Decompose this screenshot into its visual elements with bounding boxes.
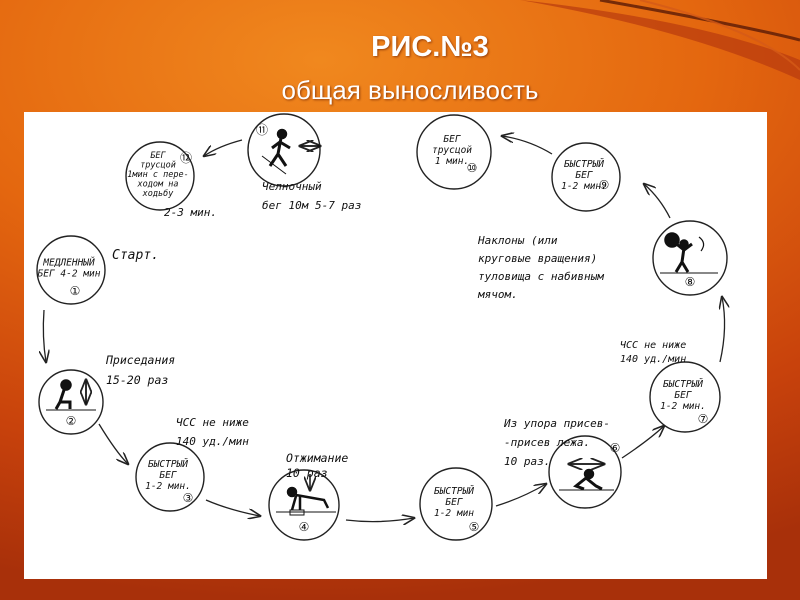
station-number-1: ①: [70, 284, 81, 298]
pushups-label: Отжимание: [286, 451, 348, 465]
station-number-11: ⑪: [256, 123, 268, 137]
station-9-text: БЕГ: [575, 170, 592, 181]
station-number-7: ⑦: [698, 412, 709, 426]
station-10-text: 1 мин.: [435, 156, 469, 167]
bends-label: туловища с набивным: [478, 270, 604, 283]
station-number-2: ②: [66, 414, 77, 428]
heart-rate-label: 140 уд./мин: [176, 435, 249, 448]
pushups-label: 10 раз: [286, 466, 328, 480]
station-number-4: ④: [299, 520, 310, 534]
shuttle-run-label: бег 10м 5-7 раз: [262, 199, 361, 212]
station-5-text: БЫСТРЫЙ: [434, 485, 474, 497]
burpees-label: Из упора присев-: [503, 417, 610, 430]
station-number-5: ⑤: [469, 520, 480, 534]
bends-label: мячом.: [477, 288, 518, 301]
station-12-text: трусцой: [140, 160, 176, 170]
flow-arrow-5: [496, 484, 546, 506]
flow-arrow-9: [502, 136, 552, 154]
station-12-text: БЕГ: [150, 151, 166, 161]
flow-arrow-6: [622, 426, 664, 458]
flow-arrow-10: [204, 140, 242, 156]
flow-arrow-7: [720, 297, 725, 362]
heart-rate-label-2: 140 уд./мин: [620, 354, 686, 365]
station-12-text: 1мин с пере-: [127, 170, 188, 180]
station-9-text: БЫСТРЫЙ: [564, 158, 604, 170]
page-subtitle: общая выносливость: [0, 75, 800, 106]
station-1-text: БЕГ 4-2 мин: [38, 269, 101, 280]
station-number-10: ⑩: [467, 161, 478, 175]
station-5-text: БЕГ: [445, 497, 462, 508]
heart-rate-label-2: ЧСС не ниже: [620, 340, 686, 351]
station-3-text: БЫСТРЫЙ: [148, 458, 188, 470]
walk-duration-label: 2-3 мин.: [164, 206, 217, 219]
station-12-text: ходом на: [137, 179, 179, 189]
squats-label: Приседания: [105, 353, 175, 367]
station-10-text: трусцой: [432, 145, 472, 156]
station-7-text: БЕГ: [674, 390, 691, 401]
station-number-8: ⑧: [685, 275, 696, 289]
burpees-label: -присев лежа.: [504, 436, 590, 449]
station-7-text: 1-2 мин.: [660, 401, 706, 412]
bends-label: круговые вращения): [478, 252, 597, 265]
burpees-label: 10 раз.: [504, 455, 550, 468]
heart-rate-label: ЧСС не ниже: [176, 416, 249, 429]
bends-label: Наклоны (или: [477, 234, 558, 247]
station-number-3: ③: [183, 491, 194, 505]
station-3-text: БЕГ: [159, 470, 176, 481]
station-10-text: БЕГ: [443, 134, 460, 145]
flow-arrow-8: [644, 184, 670, 218]
squats-label: 15-20 раз: [106, 373, 168, 387]
station-7-text: БЫСТРЫЙ: [663, 378, 703, 390]
flow-arrow-2: [99, 424, 128, 464]
station-number-12: ⑫: [180, 151, 192, 165]
flow-arrow-3: [206, 500, 260, 516]
station-5-text: 1-2 мин: [434, 508, 474, 519]
start-label: Старт.: [112, 248, 159, 263]
station-1-text: МЕДЛЕННЫЙ: [42, 257, 95, 269]
station-12-text: ходьбу: [142, 188, 175, 199]
flow-arrow-4: [346, 518, 414, 522]
station-number-6: ⑥: [610, 441, 621, 455]
shuttle-run-label: Челночный: [262, 180, 322, 193]
station-number-9: ⑨: [599, 178, 610, 192]
flow-arrow-1: [43, 310, 46, 362]
page-title: РИС.№3: [0, 31, 800, 64]
